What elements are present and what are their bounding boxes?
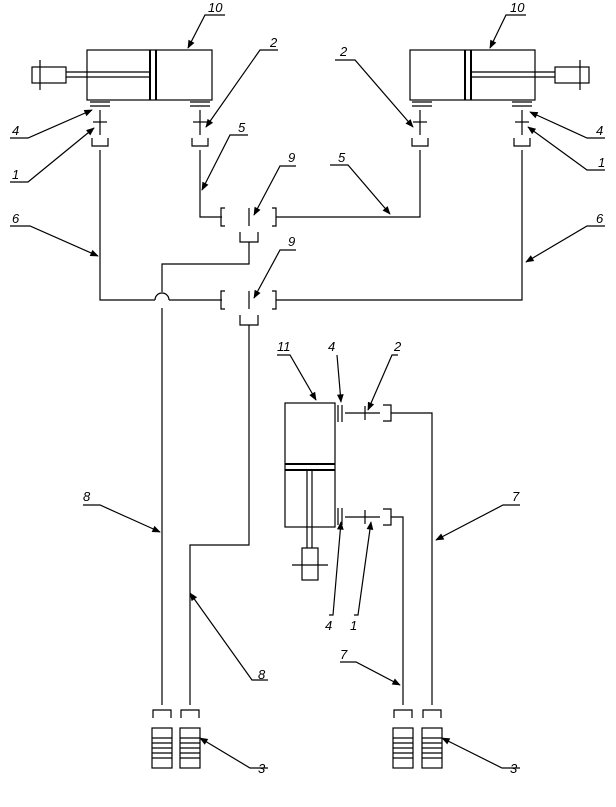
label-6-left: 6 xyxy=(12,211,20,226)
couplings-top xyxy=(91,110,531,147)
cylinder-left xyxy=(31,49,213,107)
label-5-right: 5 xyxy=(338,150,346,165)
label-4-left: 4 xyxy=(12,123,19,138)
label-8-lower: 8 xyxy=(258,667,266,682)
label-6-right: 6 xyxy=(596,211,604,226)
label-4-cyl11-lower: 4 xyxy=(325,618,332,633)
label-2-cyl11: 2 xyxy=(393,339,402,354)
label-11: 11 xyxy=(277,339,291,354)
label-9-upper: 9 xyxy=(288,150,295,165)
label-7-lower: 7 xyxy=(340,647,348,662)
hoses-5 xyxy=(161,150,421,292)
label-2-left: 2 xyxy=(269,35,278,50)
number-labels: 10 10 2 2 4 4 1 1 5 5 9 9 6 6 11 4 2 8 7… xyxy=(12,0,605,776)
label-3-right: 3 xyxy=(510,761,518,776)
label-10-left: 10 xyxy=(208,0,223,15)
label-9-lower: 9 xyxy=(288,234,295,249)
label-1-cyl11: 1 xyxy=(350,618,357,633)
label-10-right: 10 xyxy=(510,0,525,15)
cylinder-11 xyxy=(284,402,433,705)
label-4-cyl11-upper: 4 xyxy=(328,339,335,354)
quick-connectors xyxy=(151,709,443,769)
hoses-8 xyxy=(161,308,250,705)
label-3-left: 3 xyxy=(258,761,266,776)
leaders xyxy=(10,14,605,769)
hoses-6 xyxy=(99,150,523,326)
label-5-left: 5 xyxy=(238,120,246,135)
label-7-upper: 7 xyxy=(512,489,520,504)
label-1-left: 1 xyxy=(12,167,19,182)
label-4-right: 4 xyxy=(596,123,603,138)
cylinder-right xyxy=(409,49,590,107)
label-1-right: 1 xyxy=(598,155,605,170)
label-8-upper: 8 xyxy=(83,489,91,504)
label-2-right: 2 xyxy=(339,44,348,59)
